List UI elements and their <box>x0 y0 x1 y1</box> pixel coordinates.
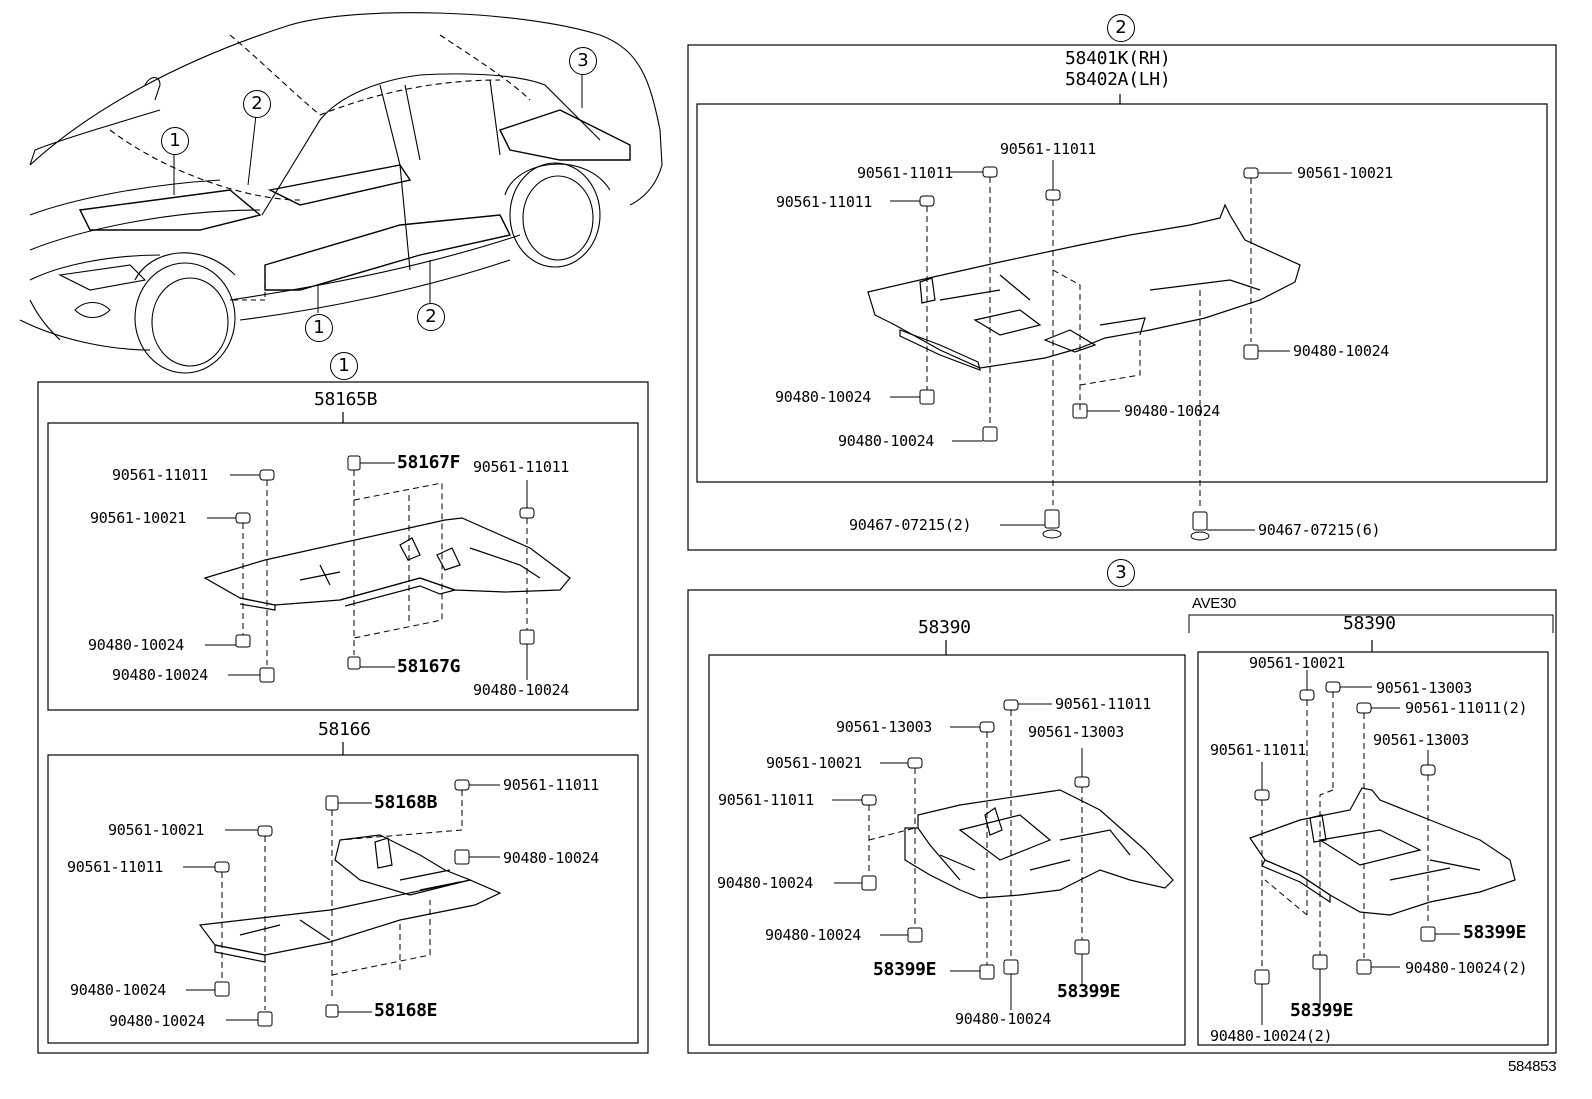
section3-outer-frame <box>687 589 1557 1054</box>
s2-label-a: 90561-11011 <box>1000 140 1097 158</box>
s1a-label-g: 58167G <box>397 656 461 677</box>
section1-groupB-part-drawing <box>198 834 502 963</box>
s1a-label-b: 90561-10021 <box>90 509 187 527</box>
s3b-label-i: 90480-10024(2) <box>1210 1027 1333 1045</box>
s1a-label-e: 90480-10024 <box>88 636 185 654</box>
s3b-label-b: 90561-13003 <box>1376 679 1473 697</box>
section3-groupB-leaders <box>1254 670 1460 1025</box>
s3a-label-g: 90480-10024 <box>765 926 862 944</box>
s3a-label-e: 90561-11011 <box>718 791 815 809</box>
s3a-label-a: 90561-11011 <box>1055 695 1152 713</box>
s2-label-d: 90561-10021 <box>1297 164 1394 182</box>
s1a-label-a: 90561-11011 <box>112 466 209 484</box>
section3-groupB-title: 58390 <box>1343 613 1396 634</box>
section1-groupB-title: 58166 <box>318 719 371 740</box>
s2-label-j: 90467-07215(6) <box>1258 521 1381 539</box>
s2-label-b: 90561-11011 <box>857 164 954 182</box>
s1a-label-d: 90561-11011 <box>473 458 570 476</box>
figure-id: 584853 <box>1508 1058 1557 1075</box>
s3a-label-b: 90561-13003 <box>836 718 933 736</box>
s3b-label-d: 90561-11011 <box>1210 741 1307 759</box>
callout-3-section-header: 3 <box>1107 559 1135 587</box>
callout-2-car-side: 2 <box>417 303 445 331</box>
section1-groupA-title: 58165B <box>314 389 378 410</box>
s1a-label-c: 58167F <box>397 452 461 473</box>
callout-1-car-side: 1 <box>305 314 333 342</box>
s3a-label-f: 90480-10024 <box>717 874 814 892</box>
s2-label-e: 90480-10024 <box>1293 342 1390 360</box>
s1b-label-a: 58168B <box>374 792 438 813</box>
car-overview-drawing <box>19 12 663 374</box>
s2-label-c: 90561-11011 <box>776 193 873 211</box>
section1-outer-frame <box>37 381 649 1054</box>
s3a-label-h: 58399E <box>873 959 937 980</box>
section3-groupA-part-drawing <box>904 789 1174 899</box>
section2-inner-frame <box>696 103 1548 483</box>
s1b-label-g: 90480-10024 <box>109 1012 206 1030</box>
section3-groupB-variant: AVE30 <box>1192 595 1237 612</box>
s3b-label-c: 90561-11011(2) <box>1405 699 1528 717</box>
s1b-label-h: 58168E <box>374 1000 438 1021</box>
section2-title-lh: 58402A(LH) <box>1065 69 1171 90</box>
s2-label-g: 90480-10024 <box>1124 402 1221 420</box>
section2-outer-frame <box>687 44 1557 551</box>
s3b-label-a: 90561-10021 <box>1249 654 1346 672</box>
callout-1-car-front: 1 <box>161 127 189 155</box>
s1a-label-f: 90480-10024 <box>112 666 209 684</box>
section1-groupB-frame <box>47 754 639 1044</box>
section2-title-rh: 58401K(RH) <box>1065 48 1171 69</box>
callout-1-section-header: 1 <box>330 352 358 380</box>
s3a-label-d: 90561-10021 <box>766 754 863 772</box>
section2-leaders <box>890 160 1292 541</box>
s2-label-h: 90480-10024 <box>838 432 935 450</box>
s3b-label-e: 90561-13003 <box>1373 731 1470 749</box>
s3a-label-c: 90561-13003 <box>1028 723 1125 741</box>
callout-3-car-rear: 3 <box>569 47 597 75</box>
s3b-label-f: 58399E <box>1463 922 1527 943</box>
section3-groupA-frame <box>708 654 1186 1046</box>
section3-groupB-frame <box>1197 651 1549 1046</box>
s3a-label-j: 90480-10024 <box>955 1010 1052 1028</box>
s1b-label-b: 90561-11011 <box>503 776 600 794</box>
s3b-label-g: 90480-10024(2) <box>1405 959 1528 977</box>
section3-groupA-leaders <box>832 699 1090 1010</box>
s1a-label-h: 90480-10024 <box>473 681 570 699</box>
s1b-label-d: 90561-11011 <box>67 858 164 876</box>
s1b-label-f: 90480-10024 <box>70 981 167 999</box>
section3-groupB-part-drawing <box>1249 787 1516 916</box>
s3a-label-i: 58399E <box>1057 981 1121 1002</box>
section3-groupA-title: 58390 <box>918 617 971 638</box>
callout-2-section-header: 2 <box>1107 14 1135 42</box>
s1b-label-e: 90480-10024 <box>503 849 600 867</box>
callout-2-car-hood: 2 <box>243 90 271 118</box>
section1-groupA-part-drawing <box>203 517 571 611</box>
section1-groupA-leaders <box>205 455 535 683</box>
s3b-label-h: 58399E <box>1290 1000 1354 1021</box>
s1b-label-c: 90561-10021 <box>108 821 205 839</box>
s2-label-f: 90480-10024 <box>775 388 872 406</box>
section1-groupB-leaders <box>183 779 500 1027</box>
s2-label-i: 90467-07215(2) <box>849 516 972 534</box>
section2-part-drawing <box>867 203 1301 371</box>
ave30-bracket <box>1188 614 1554 633</box>
car-callout-lines <box>173 75 583 313</box>
